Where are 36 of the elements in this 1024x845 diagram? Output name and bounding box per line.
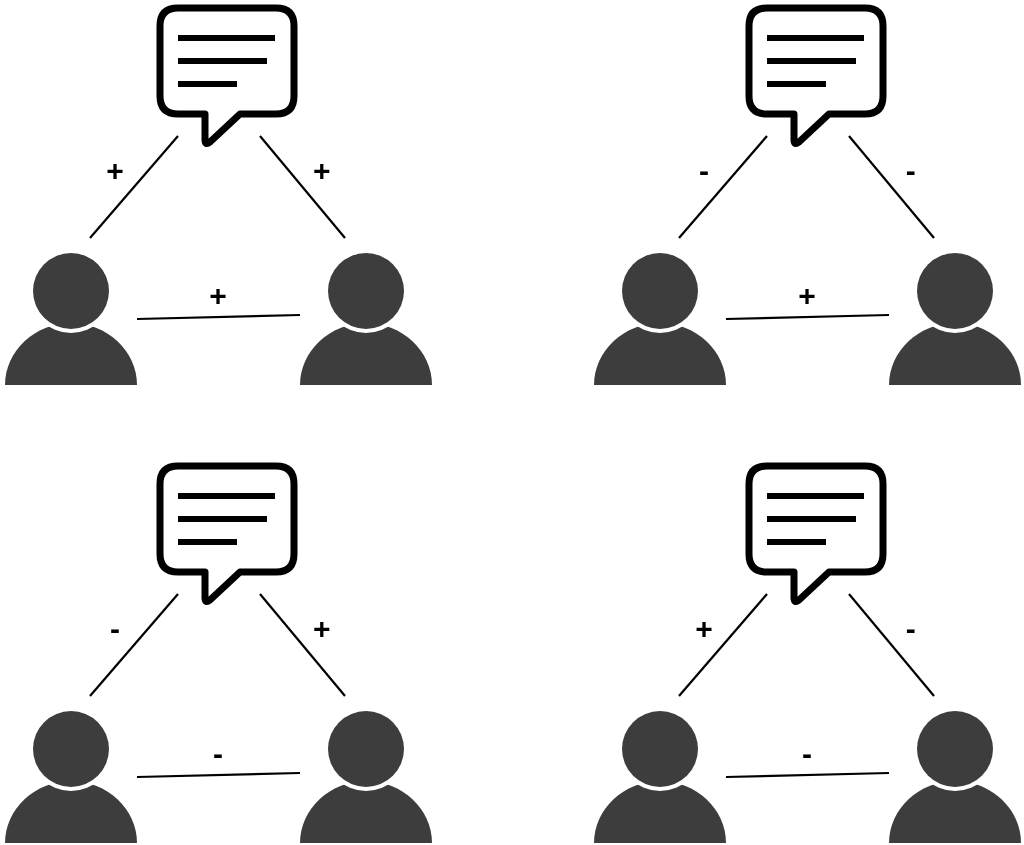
person-icon [300,253,432,385]
edge-label: + [798,281,816,311]
person-icon [889,253,1021,385]
person-icon [5,711,137,843]
person-icon [5,253,137,385]
edge-label: + [106,155,124,186]
edge-label: + [312,156,331,186]
connector-line [259,593,346,697]
edge-label: - [110,613,121,644]
connector-line [848,135,935,239]
edge-label: - [213,739,223,769]
connector-line [725,771,890,779]
speech-bubble-icon [745,462,887,608]
connector-line [89,593,179,697]
connector-line [678,135,768,239]
connector-line [678,593,768,697]
speech-bubble-icon [156,4,298,150]
connector-line [136,771,301,779]
connector-line [725,313,890,321]
speech-bubble-icon [745,4,887,150]
edge-label: + [312,614,331,644]
edge-label: - [905,156,916,186]
connector-line [259,135,346,239]
edge-label: + [695,613,713,644]
person-icon [594,711,726,843]
edge-label: - [802,739,812,769]
person-icon [594,253,726,385]
connector-line [848,593,935,697]
edge-label: - [905,614,916,644]
speech-bubble-icon [156,462,298,608]
person-icon [889,711,1021,843]
edge-label: - [699,155,710,186]
connector-line [89,135,179,239]
person-icon [300,711,432,843]
connector-line [136,313,301,321]
edge-label: + [209,281,227,311]
